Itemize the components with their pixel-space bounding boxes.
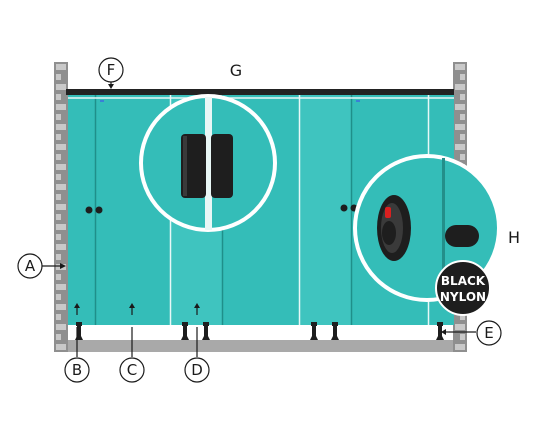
door-handle-magnified-icon bbox=[139, 94, 277, 232]
badge-line-1: BLACK bbox=[441, 274, 486, 288]
panel-arrows bbox=[74, 303, 200, 315]
callout-d: D bbox=[184, 327, 210, 383]
pedestal-feet bbox=[75, 322, 444, 340]
label-b: B bbox=[72, 361, 82, 379]
floor bbox=[55, 340, 467, 352]
callout-a: A bbox=[17, 253, 66, 279]
headrail bbox=[66, 89, 454, 95]
callout-c: C bbox=[119, 327, 145, 383]
callout-b: B bbox=[64, 327, 90, 383]
label-f: F bbox=[107, 61, 116, 79]
callout-f: F bbox=[98, 57, 124, 89]
label-a: A bbox=[25, 257, 36, 275]
label-c: C bbox=[127, 361, 137, 379]
badge-line-2: NYLON bbox=[440, 290, 486, 304]
callout-e: E bbox=[441, 320, 502, 346]
door-knob-icon bbox=[85, 204, 358, 214]
brick-wall-left-icon bbox=[54, 62, 68, 352]
label-e: E bbox=[484, 324, 493, 342]
label-h: H bbox=[508, 228, 520, 247]
label-d: D bbox=[191, 361, 203, 379]
black-nylon-badge: BLACK NYLON bbox=[435, 260, 491, 316]
label-g: G bbox=[230, 61, 242, 80]
